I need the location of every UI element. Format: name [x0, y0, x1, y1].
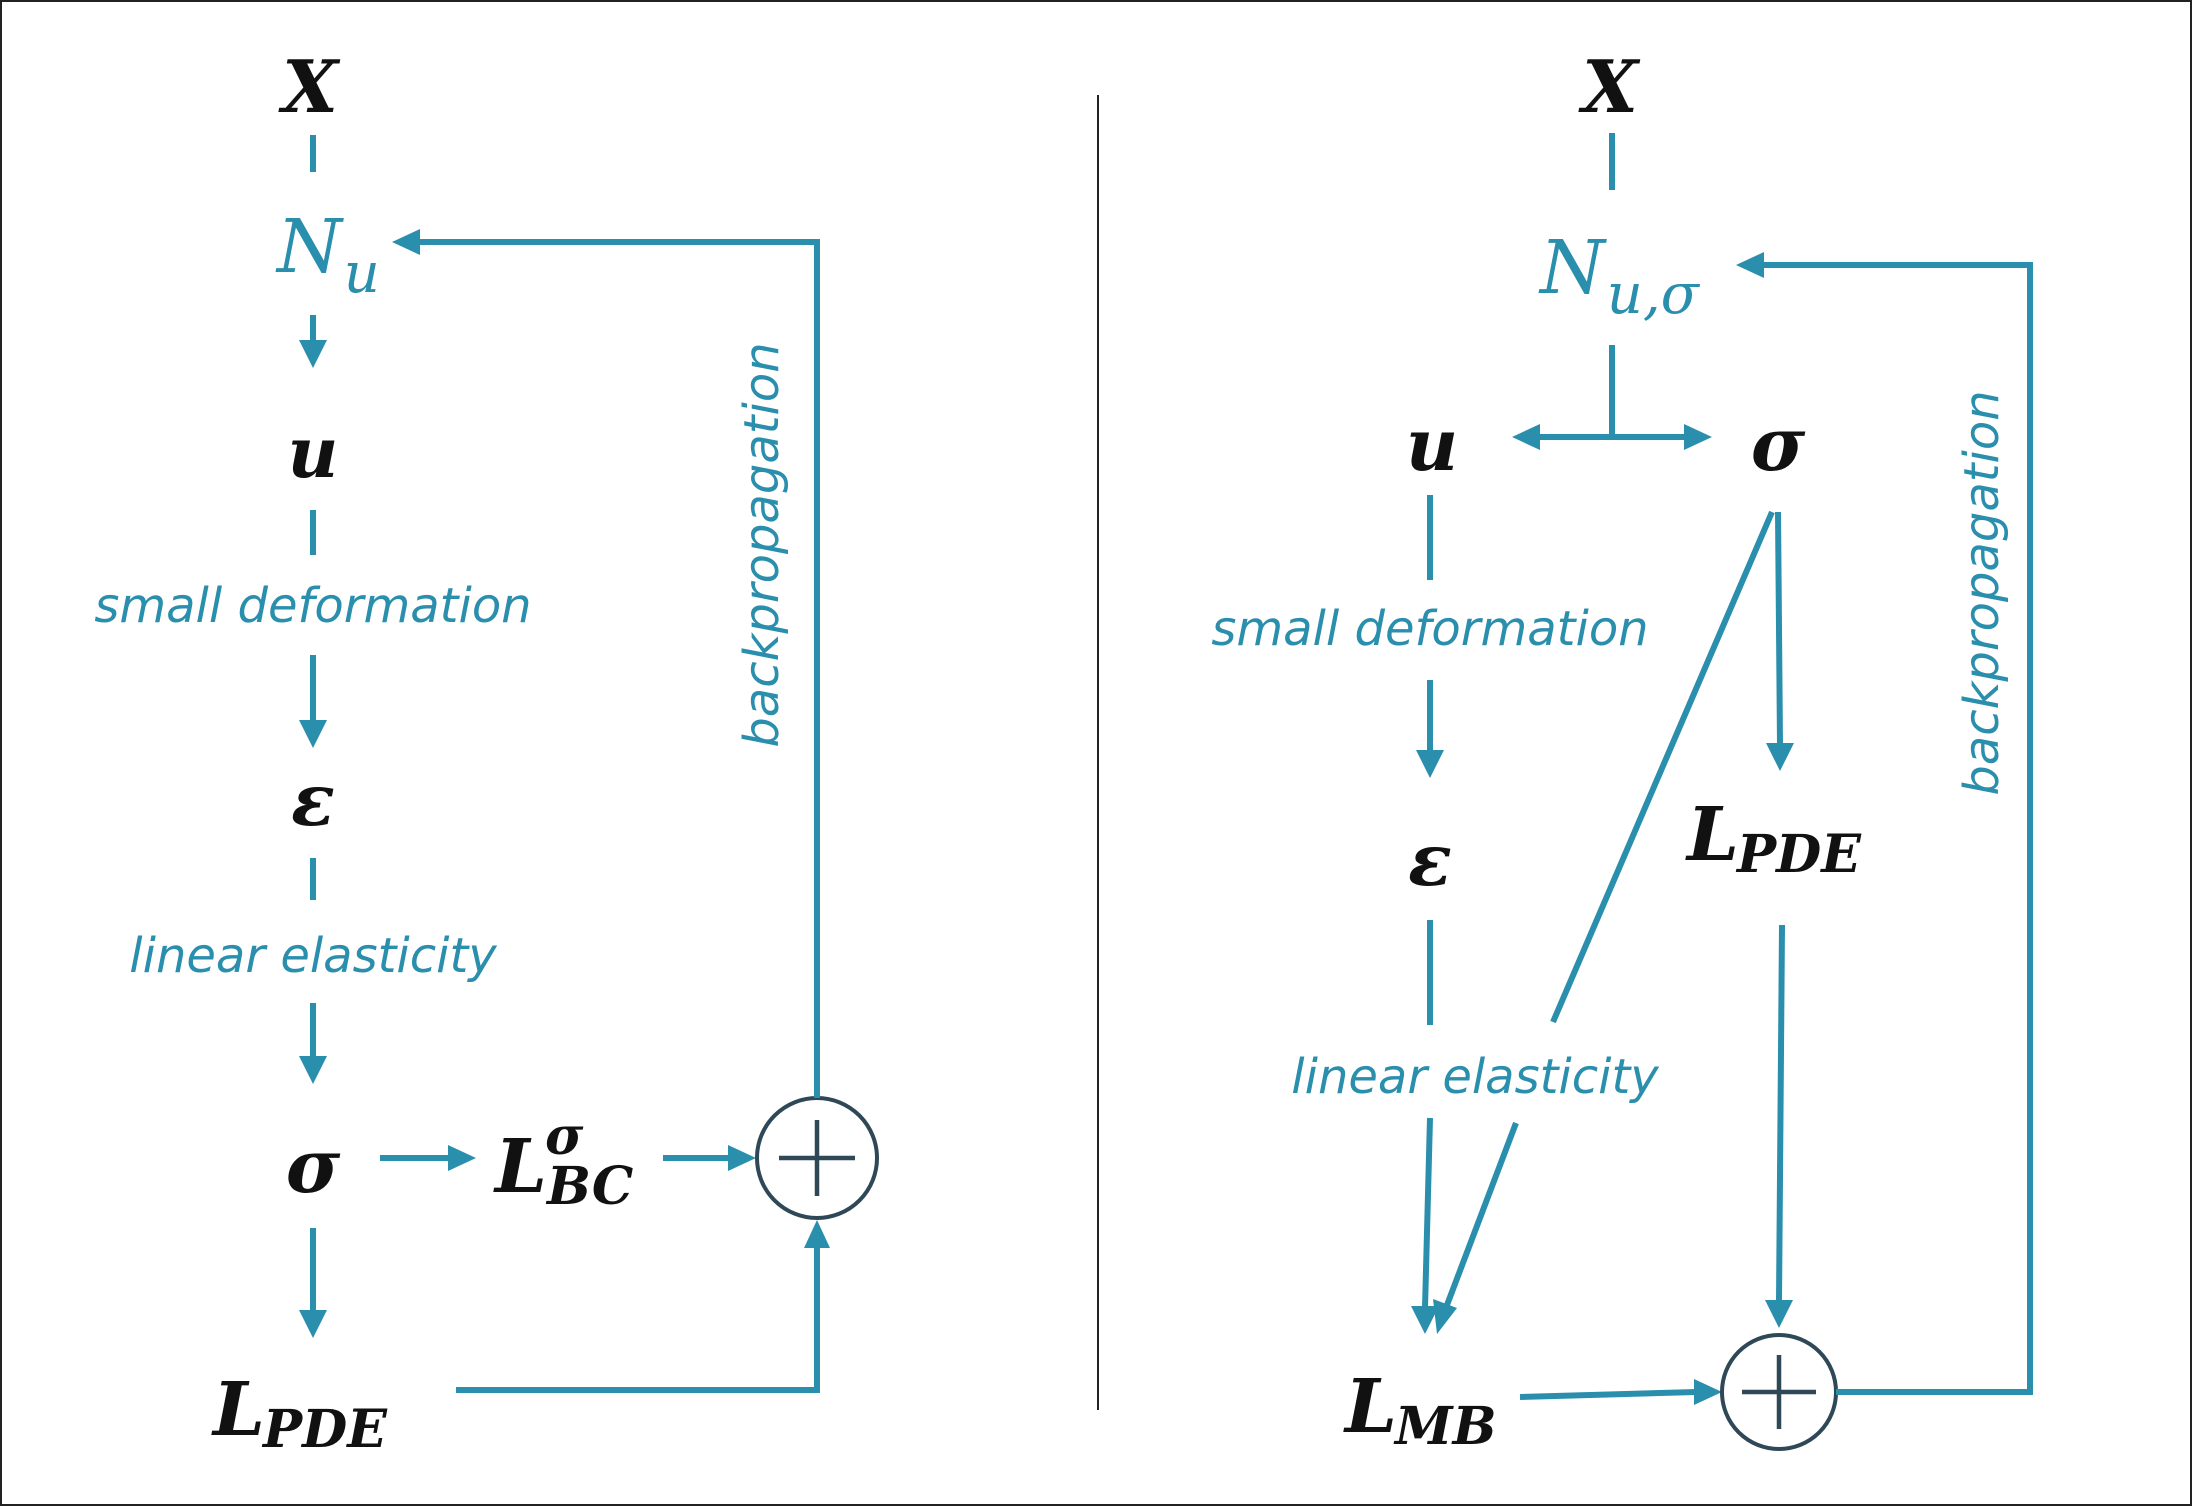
left-lpde-l: L — [211, 1367, 265, 1453]
left-node-epsilon: ε — [291, 757, 335, 842]
left-sum-node — [755, 1096, 879, 1220]
right-arrowhead-sum-h — [1694, 1379, 1722, 1405]
right-node-epsilon: ε — [1408, 817, 1452, 902]
left-lbc-sup: σ — [545, 1106, 584, 1167]
left-network: Nu — [275, 204, 380, 306]
right-network-sub: u,σ — [1607, 262, 1701, 327]
right-arrowhead-lpde — [1766, 743, 1794, 771]
right-arrowhead-epsilon — [1416, 750, 1444, 778]
right-input-x: X — [1578, 44, 1641, 129]
left-arrowhead-sum-h — [728, 1145, 756, 1171]
right-arrowhead-sum-v — [1765, 1300, 1793, 1328]
left-arrowhead-lbc — [448, 1145, 476, 1171]
left-panel: X Nu u small deformation ε linear elasti… — [94, 44, 879, 1460]
right-arrowhead-u — [1512, 424, 1540, 450]
left-node-sigma: σ — [286, 1124, 341, 1210]
left-arrowhead-epsilon — [299, 720, 327, 748]
left-node-lpde: LPDE — [211, 1367, 388, 1460]
right-edge-sigma-diag-upper — [1550, 510, 1775, 1024]
left-edge-backprop — [418, 239, 820, 1098]
right-node-lmb: LMB — [1343, 1364, 1497, 1457]
right-arrowhead-backprop — [1736, 252, 1764, 278]
left-input-x: X — [278, 44, 341, 129]
right-network-n: N — [1538, 225, 1607, 311]
right-lpde-l: L — [1685, 792, 1739, 878]
left-label-backpropagation: backpropagation — [734, 342, 790, 747]
right-lmb-sub: MB — [1393, 1396, 1497, 1457]
right-edge-sigma-diag-lower — [1444, 1121, 1519, 1307]
left-network-sub: u — [344, 241, 380, 306]
right-lmb-l: L — [1343, 1364, 1397, 1450]
left-arrowhead-lpde — [299, 1310, 327, 1338]
right-arrowhead-sigma — [1684, 424, 1712, 450]
right-edge-lmb-sum — [1519, 1389, 1697, 1400]
left-edge-lpde-sum — [456, 1246, 820, 1393]
right-node-sigma: σ — [1751, 402, 1806, 488]
left-arrowhead-sigma — [299, 1056, 327, 1084]
right-label-small-deformation: small deformation — [1211, 601, 1648, 657]
left-arrowhead-backprop — [392, 229, 420, 255]
left-lpde-sub: PDE — [261, 1399, 388, 1460]
left-label-linear-elasticity: linear elasticity — [129, 928, 497, 984]
left-arrowhead-sum-v — [804, 1220, 830, 1248]
left-lbc-l: L — [493, 1124, 547, 1210]
right-network: Nu,σ — [1538, 225, 1701, 327]
right-label-backpropagation: backpropagation — [1954, 390, 2010, 795]
left-node-u: u — [288, 411, 339, 494]
right-arrowhead-lmb-from-sigma — [1433, 1299, 1457, 1334]
left-label-small-deformation: small deformation — [94, 578, 531, 634]
right-node-lpde: LPDE — [1685, 792, 1862, 885]
right-label-linear-elasticity: linear elasticity — [1291, 1049, 1659, 1105]
right-edge-label-lmb — [1422, 1117, 1433, 1309]
right-panel: X Nu,σ u σ small deformation ε linear el… — [1211, 44, 2033, 1457]
right-node-u: u — [1406, 402, 1458, 487]
right-edge-backprop — [1762, 262, 2033, 1395]
left-network-n: N — [275, 204, 344, 290]
left-arrowhead-net-u — [299, 340, 327, 368]
right-edge-lpde-sum — [1776, 924, 1785, 1303]
right-edge-sigma-lpde — [1775, 511, 1783, 746]
right-sum-node — [1720, 1333, 1838, 1451]
left-lbc-sub: BC — [545, 1156, 633, 1217]
right-arrowhead-lmb-from-epsilon — [1411, 1306, 1439, 1334]
right-lpde-sub: PDE — [1735, 824, 1862, 885]
